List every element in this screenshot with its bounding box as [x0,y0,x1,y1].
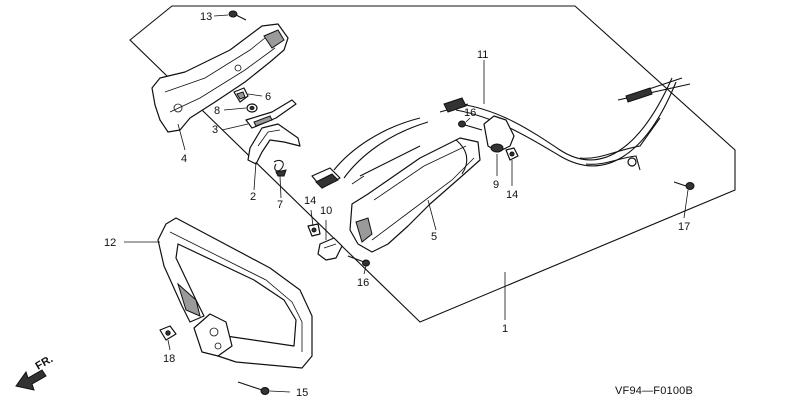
callout-labels: 13 6 8 3 4 2 7 11 16 9 14 14 10 5 16 17 … [104,11,690,399]
clamp-part-10[interactable] [317,237,343,261]
throttle-trigger-part-2[interactable] [247,123,301,165]
handle-grip-part-5[interactable] [349,137,481,253]
spring-part-7[interactable] [273,159,287,177]
nut-part-8[interactable] [246,103,258,113]
callout-17: 17 [678,221,690,233]
bolt-part-15[interactable] [237,381,270,395]
nut-part-18[interactable] [159,325,177,341]
callout-14-left: 14 [304,195,316,207]
bolt-part-16-upper[interactable] [458,120,483,131]
nut-part-14-right[interactable] [505,147,519,161]
bolt-part-16-lower[interactable] [347,255,370,267]
handle-housing-part-4[interactable] [151,23,289,133]
callout-8: 8 [214,105,220,117]
bolt-part-17[interactable] [673,181,695,190]
callout-5: 5 [431,231,437,243]
callout-16-upper: 16 [464,107,476,119]
callout-16-lower: 16 [357,277,369,289]
callout-13: 13 [200,11,212,23]
callout-2: 2 [250,191,256,203]
front-direction-arrow: FR. [15,353,56,391]
leader-lines [124,14,689,393]
fitting-part-6[interactable] [233,87,249,103]
callout-9: 9 [493,179,499,191]
loop-handle-part-12[interactable] [157,217,313,369]
callout-15: 15 [296,387,308,399]
callout-11: 11 [477,49,488,61]
callout-18: 18 [163,353,175,365]
callout-7: 7 [277,199,283,211]
lever-part-3[interactable] [245,99,297,129]
switch-connector[interactable] [311,167,341,189]
callout-14-right: 14 [506,189,518,201]
callout-4: 4 [181,153,187,165]
grip-cap-part-9[interactable] [483,115,515,153]
assembly-boundary [129,5,736,323]
nut-part-14-left[interactable] [307,223,321,237]
drawing-code: VF94—F0100B [615,385,693,397]
callout-12: 12 [104,237,116,249]
callout-3: 3 [212,124,218,136]
screw-part-13[interactable] [228,10,247,21]
callout-1: 1 [502,323,508,335]
direction-label: FR. [34,353,56,373]
callout-10: 10 [320,205,332,217]
callout-6: 6 [265,91,271,103]
arrow-icon [15,369,47,391]
